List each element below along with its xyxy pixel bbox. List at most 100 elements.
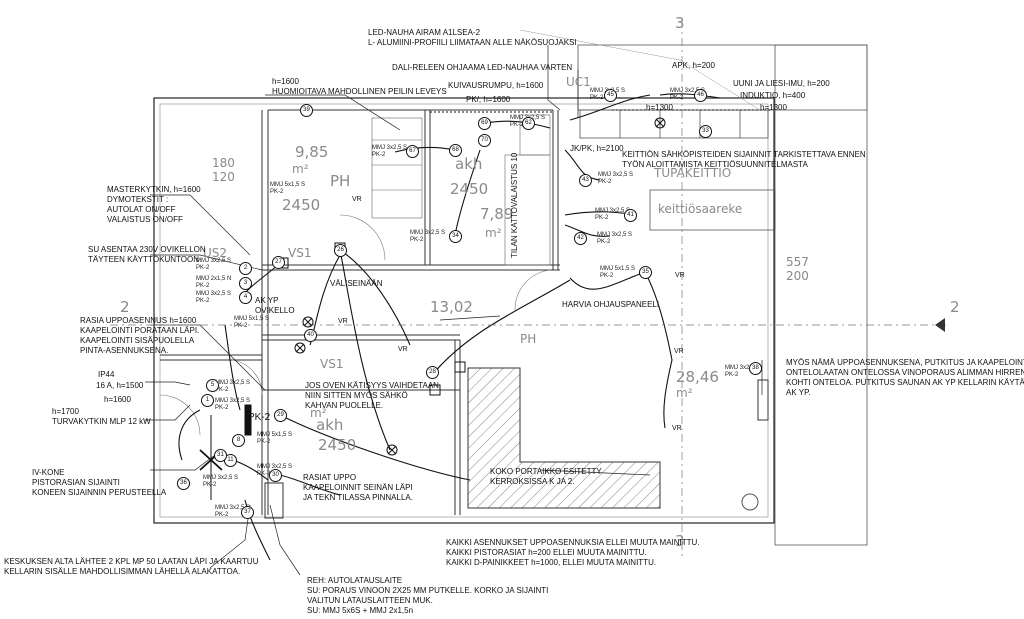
kitchen-note: KEITTIÖN SÄHKÖPISTEIDEN SIJAINNIT TARKIS… [622,150,866,170]
h1600-note: h=1600 [104,395,131,404]
h1300-note-b: h=1300 [760,103,787,112]
oven-dir-line-2: NIIN SITTEN MYÖS SÄHKÖ [305,391,408,400]
area-mid: 7,89 [480,205,514,223]
circuit-marker: 36 [177,477,190,490]
circuit-marker: 45 [604,89,617,102]
area-right-unit: m² [676,386,693,400]
cable-pk: PK-2 [270,189,284,195]
security-line-1: h=1700 [52,407,79,416]
cable-pk: PK-2 [215,387,229,393]
jk-pk-note: JK/PK, h=2100 [570,144,624,153]
room-akh: akh [455,155,483,173]
circuit-marker: 38 [749,362,762,375]
cable-type: MMJ 3x2,5 S [196,291,232,297]
area-mid-unit: m² [485,226,502,240]
dali-relay-note: DALI-RELEEN OHJAAMA LED-NAUHAA VARTEN [392,63,573,72]
circuit-marker: 43 [579,174,592,187]
cable-type: MMJ 5x1,5 S [257,432,293,438]
leader-lines [145,29,763,576]
cable-pk: PK-2 [510,122,524,128]
cable-type: MMJ 5x1,5 S [270,182,306,188]
security-line-2: TURVAKYTKIN MLP 12 kW [52,417,151,426]
cable-pk: PK-2 [598,179,612,185]
circuit-marker: 37 [241,506,254,519]
led-tape-line-2: L- ALUMIINI-PROFIILI LIIMATAAN ALLE NÄKÖ… [368,38,577,47]
pk-note: PK/, h=1600 [466,95,511,104]
cable-type: MMJ 3x2,5 S [215,398,251,404]
vr-label: VR [672,425,682,432]
dimension-right-2: 200 [786,269,809,283]
sauna-note: MYÖS NÄMÄ UPPOASENNUKSENA, PUTKITUS JA K… [786,358,1024,398]
mirror-line-2: HUOMIOITAVA MAHDOLLINEN PEILIN LEVEYS [272,87,447,96]
general-line-2: KAIKKI PISTORASIAT h=200 ELLEI MUUTA MAI… [446,548,647,557]
socket-box-note: RASIA UPPOASENNUS h=1600 KAAPELOINTI POR… [80,316,199,356]
circuit-marker: 42 [574,232,587,245]
dimension-right: 557 200 [786,255,809,283]
axis-2-right: 2 [950,298,960,316]
cable-pk: PK-2 [196,283,210,289]
master-line-1: MASTERKYTKIN, h=1600 [107,185,201,194]
mirror-line-1: h=1600 [272,77,299,86]
oven-dir-line-3: KAHVAN PUOLELLE. [305,401,384,410]
height-2450-a: 2450 [282,196,321,214]
circuit-marker: 2 [239,262,252,275]
room-akh-lower: akh [316,416,344,434]
sauna-line-1: MYÖS NÄMÄ UPPOASENNUKSENA, PUTKITUS JA K… [786,358,1024,367]
circuit-marker: 35 [639,266,652,279]
harvia-note: HARVIA OHJAUSPANEELI [562,300,660,309]
ak-yp-line-1: AK YP [255,296,279,305]
cable-pk: PK-2 [597,239,611,245]
cable-type: MMJ 3x2,5 S [257,464,293,470]
cable-type: MMJ 2x1,5 N [196,276,232,282]
center-note: KESKUKSEN ALTA LÄHTEE 2 KPL MP 50 LAATAN… [4,557,258,577]
uc1-label: UC1 [566,75,591,89]
valiseinaan-note: VÄLISEINÄÄN [330,279,383,288]
dimension-left-1: 180 [212,156,235,170]
socket-box-line-2: KAAPELOINTI PORATAAN LÄPI. [80,326,200,335]
circuit-marker: 3 [239,277,252,290]
room-tupakeittio: TUPAKEITTIÖ [654,166,732,180]
iv-line-2: PISTORASIAN SIJAINTI [32,478,120,487]
kitchen-line-1: KEITTIÖN SÄHKÖPISTEIDEN SIJAINNIT TARKIS… [622,150,866,159]
room-ph-top: PH [330,172,351,190]
circuit-marker: 4 [239,291,252,304]
security-switch-note: h=1700 TURVAKYTKIN MLP 12 kW [52,407,151,427]
circuit-marker: 29 [274,409,287,422]
master-line-2: DYMOTEKSTIT : [107,195,169,204]
cable-type: MMJ 3x2,5 S [372,145,408,151]
iv-line-3: KONEEN SIJAINNIN PERUSTEELLA [32,488,167,497]
cable-type: MMJ 3x2,5 S [597,232,633,238]
area-top-left: 9,85 [295,143,329,161]
socket-box-line-1: RASIA UPPOASENNUS h=1600 [80,316,197,325]
kitchen-counter [579,109,776,231]
oven-direction-note: JOS OVEN KÄTISYYS VAIHDETAAN, NIIN SITTE… [305,381,441,411]
ak-yp-note: AK YP OVIKELLO [255,296,295,316]
cable-type: MMJ 5x1,5 S [600,266,636,272]
stair-vertical-note: TILAN KATTOVALAISTUS 10 [510,152,519,258]
cable-type: MMJ 3x2,5 S [595,208,631,214]
vr-label: VR [398,346,408,353]
dimension-right-1: 557 [786,255,809,269]
circuit-marker: 62 [522,117,535,130]
circuit-marker: 39 [300,104,313,117]
cable-pk: PK-2 [670,95,684,101]
h1300-note: h=1300 [646,103,673,112]
oven-dir-line-1: JOS OVEN KÄTISYYS VAIHDETAAN, [305,381,442,390]
led-tape-note: LED-NAUHA AIRAM A1LSEA-2 L- ALUMIINI-PRO… [368,28,577,48]
circuit-marker: 69 [478,117,491,130]
vr-label: VR [674,348,684,355]
circuit-marker: 33 [699,125,712,138]
pk2-label: PK-2 [248,412,271,423]
sauna-line-4: AK YP. [786,388,811,397]
rasiat-note: RASIAT UPPO KAAPELOINNIT SEINÄN LÄPI JA … [303,473,413,503]
sauna-line-3: KOHTI ONTELOA. PUTKITUS SAUNAN AK YP KEL… [786,378,1024,387]
circuit-marker: 41 [624,209,637,222]
